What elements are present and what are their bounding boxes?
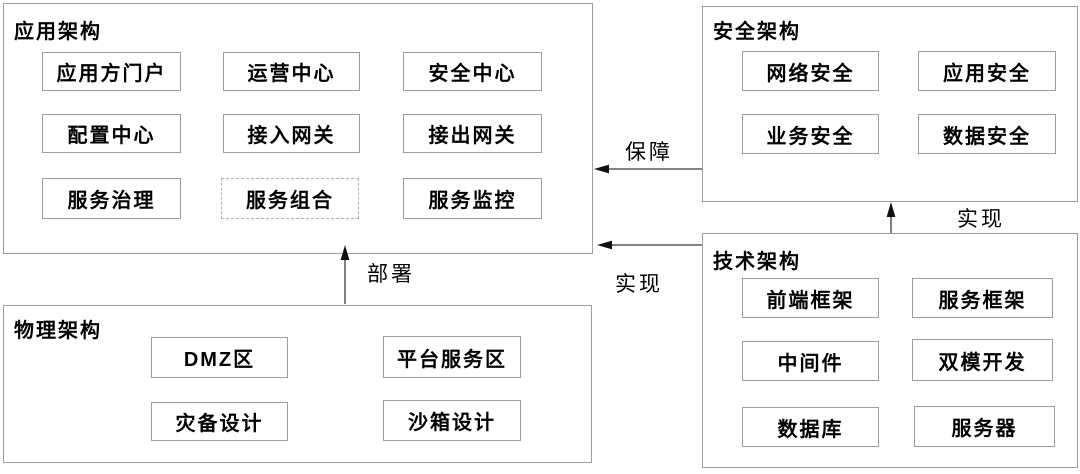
group-title-application: 应用架构 [14,21,102,43]
tech-item-service-framework: 服务框架 [912,278,1053,318]
tech-item-database: 数据库 [742,407,879,447]
app-item-operations-center: 运营中心 [223,52,360,91]
group-title-physical: 物理架构 [14,320,102,342]
physical-item-platform-service-zone: 平台服务区 [383,336,521,378]
group-title-security: 安全架构 [713,21,801,43]
arrow-label-realize-horizontal: 实现 [615,273,663,296]
app-item-portal: 应用方门户 [42,52,181,91]
tech-item-bimodal-development: 双模开发 [912,339,1053,381]
physical-item-disaster-recovery-design: 灾备设计 [151,402,288,441]
app-item-security-center: 安全中心 [403,52,542,91]
app-item-service-composition: 服务组合 [221,178,359,219]
app-item-inbound-gateway: 接入网关 [223,114,360,153]
security-item-business: 业务安全 [742,114,879,154]
physical-item-dmz-zone: DMZ区 [151,337,288,378]
physical-item-sandbox-design: 沙箱设计 [383,400,521,441]
arrow-label-deploy: 部署 [367,263,415,286]
security-item-data: 数据安全 [918,114,1056,154]
app-item-config-center: 配置中心 [42,114,181,153]
app-item-service-monitoring: 服务监控 [403,178,542,219]
group-technical-architecture: 技术架构 前端框架 服务框架 中间件 双模开发 数据库 服务器 [702,233,1078,468]
security-item-network: 网络安全 [742,51,879,91]
group-physical-architecture: 物理架构 DMZ区 平台服务区 灾备设计 沙箱设计 [3,305,592,463]
arrow-label-realize-vertical: 实现 [957,208,1005,231]
arrow-realize-horizontal [597,240,702,250]
app-item-service-governance: 服务治理 [42,178,181,219]
tech-item-middleware: 中间件 [742,341,879,381]
app-item-outbound-gateway: 接出网关 [403,114,542,153]
group-security-architecture: 安全架构 网络安全 应用安全 业务安全 数据安全 [702,6,1078,202]
arrow-realize-vertical [886,202,896,233]
group-application-architecture: 应用架构 应用方门户 运营中心 安全中心 配置中心 接入网关 接出网关 服务治理… [3,3,593,254]
tech-item-server: 服务器 [914,406,1055,447]
security-item-application: 应用安全 [918,51,1056,91]
arrow-label-guarantee: 保障 [625,141,673,164]
tech-item-frontend-framework: 前端框架 [742,278,879,318]
group-title-technical: 技术架构 [713,251,801,273]
